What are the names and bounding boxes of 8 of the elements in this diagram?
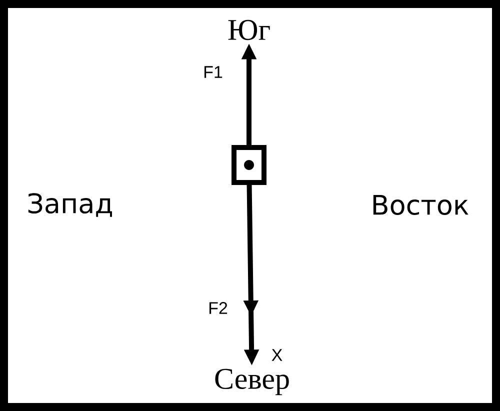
force-label: F2 — [209, 302, 228, 314]
force-label: F1 — [204, 66, 222, 78]
direction-label: Восток — [373, 194, 468, 216]
axis-label: X — [272, 349, 282, 361]
direction-label: Запад — [28, 193, 112, 217]
direction-label: Юг — [228, 20, 270, 40]
body-box — [232, 145, 266, 185]
direction-label: Север — [215, 368, 289, 396]
